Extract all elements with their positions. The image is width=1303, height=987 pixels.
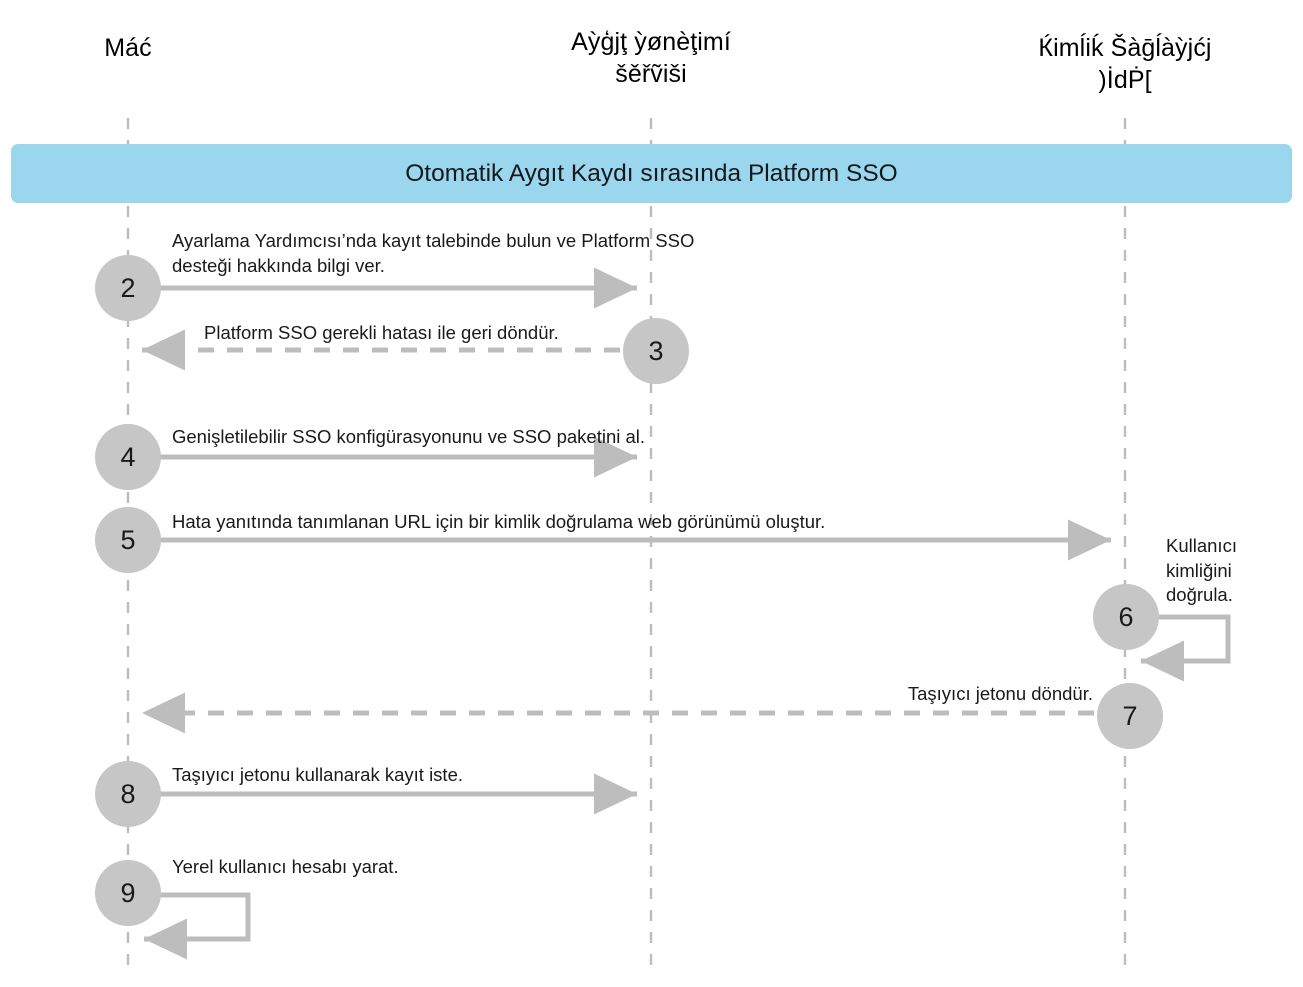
lifeline-header-device-management-service: Aỳģjţ ỳønèţimí šěřṽiši	[571, 28, 731, 88]
step-bubble-9[interactable]: 9	[95, 860, 161, 926]
step-number-5: 5	[120, 524, 136, 555]
step-number-9: 9	[120, 877, 136, 908]
phase-banner-label: Otomatik Aygıt Kaydı sırasında Platform …	[405, 159, 898, 187]
step-number-2: 2	[120, 272, 136, 303]
step-bubble-8[interactable]: 8	[95, 761, 161, 827]
step-bubble-5[interactable]: 5	[95, 507, 161, 573]
step-bubble-7[interactable]: 7	[1097, 683, 1163, 749]
step-label-9: Yerel kullanıcı hesabı yarat.	[172, 856, 399, 877]
step-bubble-4[interactable]: 4	[95, 424, 161, 490]
step-bubble-6[interactable]: 6	[1093, 584, 1159, 650]
step-number-6: 6	[1118, 601, 1134, 632]
step-number-7: 7	[1122, 700, 1138, 731]
step-label-3: Platform SSO gerekli hatası ile geri dön…	[204, 322, 559, 343]
step-number-3: 3	[648, 335, 664, 366]
step-number-4: 4	[120, 441, 136, 472]
step-label-5: Hata yanıtında tanımlanan URL için bir k…	[172, 511, 826, 532]
step-label-2: Ayarlama Yardımcısı’nda kayıt talebinde …	[172, 230, 695, 276]
step-label-7: Taşıyıcı jetonu döndür.	[907, 683, 1093, 704]
step-label-8: Taşıyıcı jetonu kullanarak kayıt iste.	[172, 764, 463, 785]
phase-banner: Otomatik Aygıt Kaydı sırasında Platform …	[11, 144, 1292, 203]
step-bubble-2[interactable]: 2	[95, 255, 161, 321]
step-label-4: Genişletilebilir SSO konfigürasyonunu ve…	[172, 426, 646, 447]
step-bubble-3[interactable]: 3	[623, 318, 689, 384]
step-label-6: Kullanıcı kimliğini doğrula.	[1166, 535, 1237, 606]
self-loop-step-6	[1141, 614, 1231, 682]
step-number-8: 8	[120, 778, 136, 809]
self-loop-step-9	[144, 892, 251, 960]
lifeline-header-mac: Máć	[104, 34, 152, 62]
lifeline-header-identity-provider: Ќimĺiḱ Šàḡĺàỳjćj )İdṖ[	[1038, 34, 1212, 94]
